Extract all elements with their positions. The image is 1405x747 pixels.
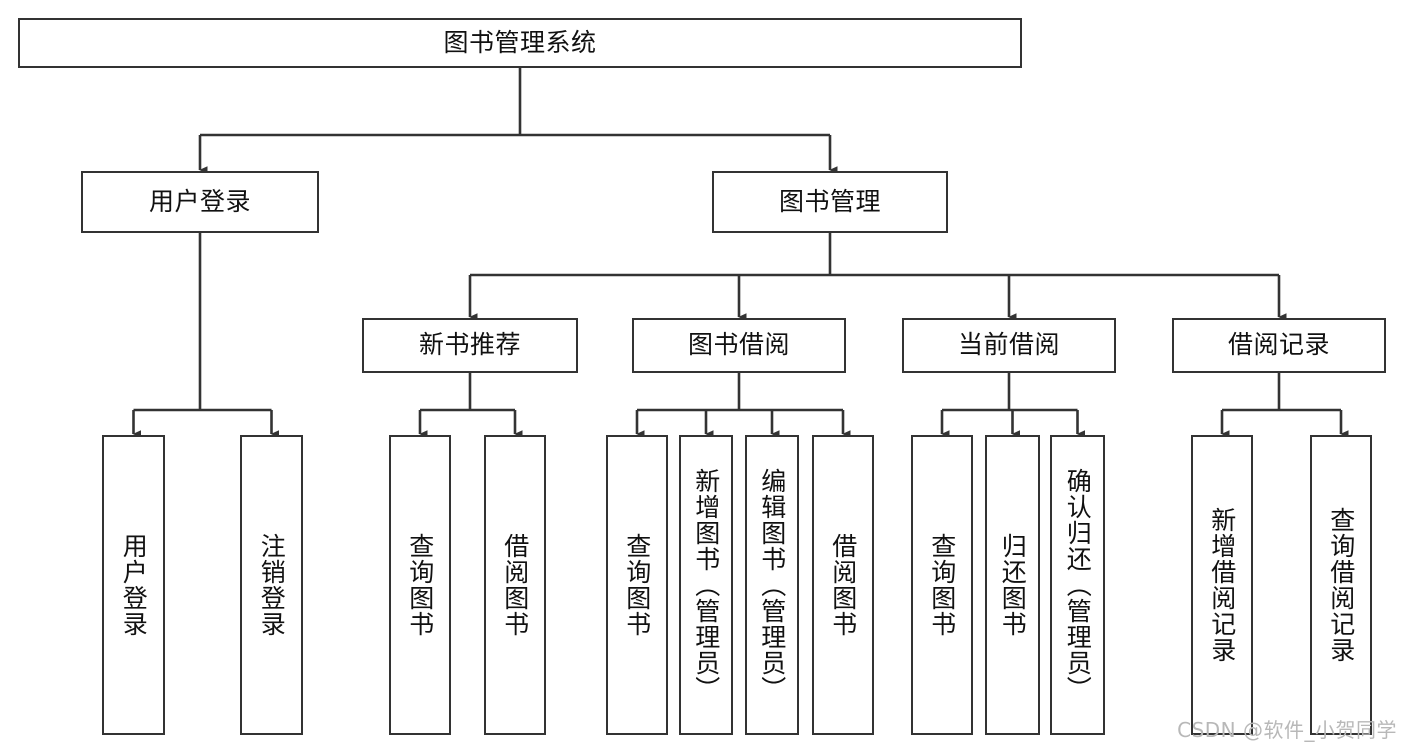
node-label: 当前借阅 — [957, 330, 1060, 360]
node-label: 新增借阅记录 — [1207, 507, 1237, 663]
node-leaf-cur-2[interactable]: 归还图书 — [985, 435, 1040, 735]
node-label: 图书管理 — [778, 186, 881, 216]
node-label: 新增图书（管理员） — [691, 468, 721, 702]
node-label: 图书管理系统 — [443, 27, 597, 57]
node-bookmgmt[interactable]: 图书管理 — [712, 171, 948, 233]
node-label: 查询图书 — [927, 533, 957, 637]
node-leaf-rec-1[interactable]: 新增借阅记录 — [1191, 435, 1253, 735]
node-leaf-new-1[interactable]: 查询图书 — [389, 435, 451, 735]
node-label: 注销登录 — [257, 533, 287, 637]
node-borrow[interactable]: 图书借阅 — [632, 318, 846, 373]
node-newbooks[interactable]: 新书推荐 — [362, 318, 578, 373]
watermark-text: CSDN @软件_小贺同学 — [1177, 718, 1397, 742]
node-current[interactable]: 当前借阅 — [902, 318, 1116, 373]
node-leaf-borrow-2[interactable]: 新增图书（管理员） — [679, 435, 733, 735]
node-label: 确认归还（管理员） — [1063, 468, 1093, 702]
node-leaf-login-2[interactable]: 注销登录 — [240, 435, 303, 735]
node-label: 编辑图书（管理员） — [757, 468, 787, 702]
node-label: 归还图书 — [998, 533, 1028, 637]
node-label: 图书借阅 — [687, 330, 790, 360]
node-leaf-borrow-3[interactable]: 编辑图书（管理员） — [745, 435, 799, 735]
node-leaf-cur-3[interactable]: 确认归还（管理员） — [1050, 435, 1105, 735]
node-leaf-borrow-1[interactable]: 查询图书 — [606, 435, 668, 735]
node-label: 借阅记录 — [1227, 330, 1330, 360]
node-leaf-rec-2[interactable]: 查询借阅记录 — [1310, 435, 1372, 735]
node-label: 查询图书 — [622, 533, 652, 637]
node-root[interactable]: 图书管理系统 — [18, 18, 1022, 68]
node-login[interactable]: 用户登录 — [81, 171, 319, 233]
node-leaf-borrow-4[interactable]: 借阅图书 — [812, 435, 874, 735]
node-label: 用户登录 — [119, 533, 149, 637]
node-records[interactable]: 借阅记录 — [1172, 318, 1386, 373]
node-label: 借阅图书 — [828, 533, 858, 637]
node-leaf-new-2[interactable]: 借阅图书 — [484, 435, 546, 735]
node-leaf-cur-1[interactable]: 查询图书 — [911, 435, 973, 735]
node-label: 查询借阅记录 — [1326, 507, 1356, 663]
node-label: 新书推荐 — [418, 330, 521, 360]
node-label: 查询图书 — [405, 533, 435, 637]
node-label: 借阅图书 — [500, 533, 530, 637]
node-leaf-login-1[interactable]: 用户登录 — [102, 435, 165, 735]
node-label: 用户登录 — [148, 186, 251, 216]
